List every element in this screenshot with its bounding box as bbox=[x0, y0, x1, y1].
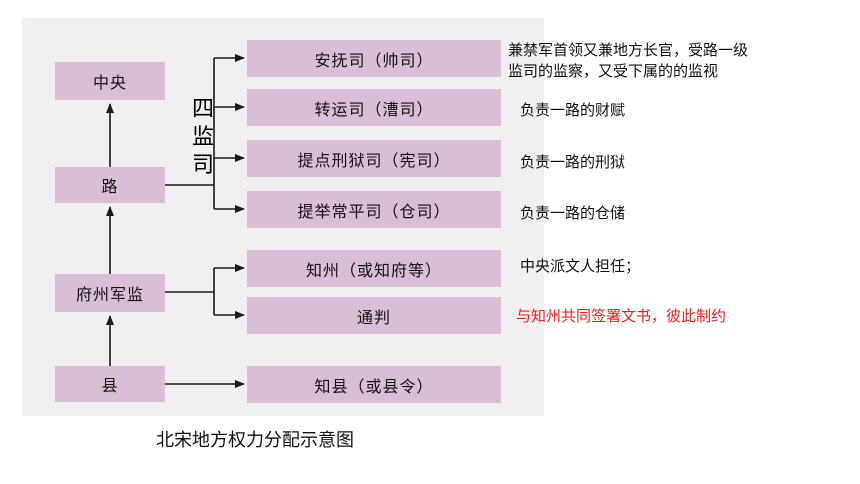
note-tidian: 负责一路的刑狱 bbox=[520, 153, 626, 171]
note-anfu-1: 兼禁军首领又兼地方长官，受路一级 bbox=[508, 41, 749, 59]
box-fuzhou: 府州军监 bbox=[55, 274, 165, 312]
note-zhizhou: 中央派文人担任； bbox=[520, 257, 641, 275]
box-center: 中央 bbox=[55, 62, 165, 100]
note-zhuanyun: 负责一路的财赋 bbox=[520, 101, 626, 119]
box-zhuanyun: 转运司（漕司） bbox=[247, 89, 501, 126]
box-tiju: 提举常平司（仓司） bbox=[247, 191, 501, 228]
box-zhizhou: 知州（或知府等） bbox=[247, 250, 501, 287]
note-tongpan: 与知州共同签署文书，彼此制约 bbox=[516, 307, 727, 325]
sijian-label: 四监司 bbox=[191, 97, 214, 178]
box-lu: 路 bbox=[55, 167, 165, 203]
box-tongpan: 通判 bbox=[247, 297, 501, 334]
diagram-caption: 北宋地方权力分配示意图 bbox=[156, 430, 354, 451]
note-tiju: 负责一路的仓储 bbox=[520, 204, 626, 222]
box-tidian: 提点刑狱司（宪司） bbox=[247, 140, 501, 177]
box-zhixian: 知县（或县令） bbox=[247, 366, 501, 403]
note-anfu-2: 监司的监察，又受下属的的监视 bbox=[508, 62, 719, 80]
box-anfu: 安抚司（帅司） bbox=[247, 40, 501, 77]
box-xian: 县 bbox=[55, 366, 165, 402]
